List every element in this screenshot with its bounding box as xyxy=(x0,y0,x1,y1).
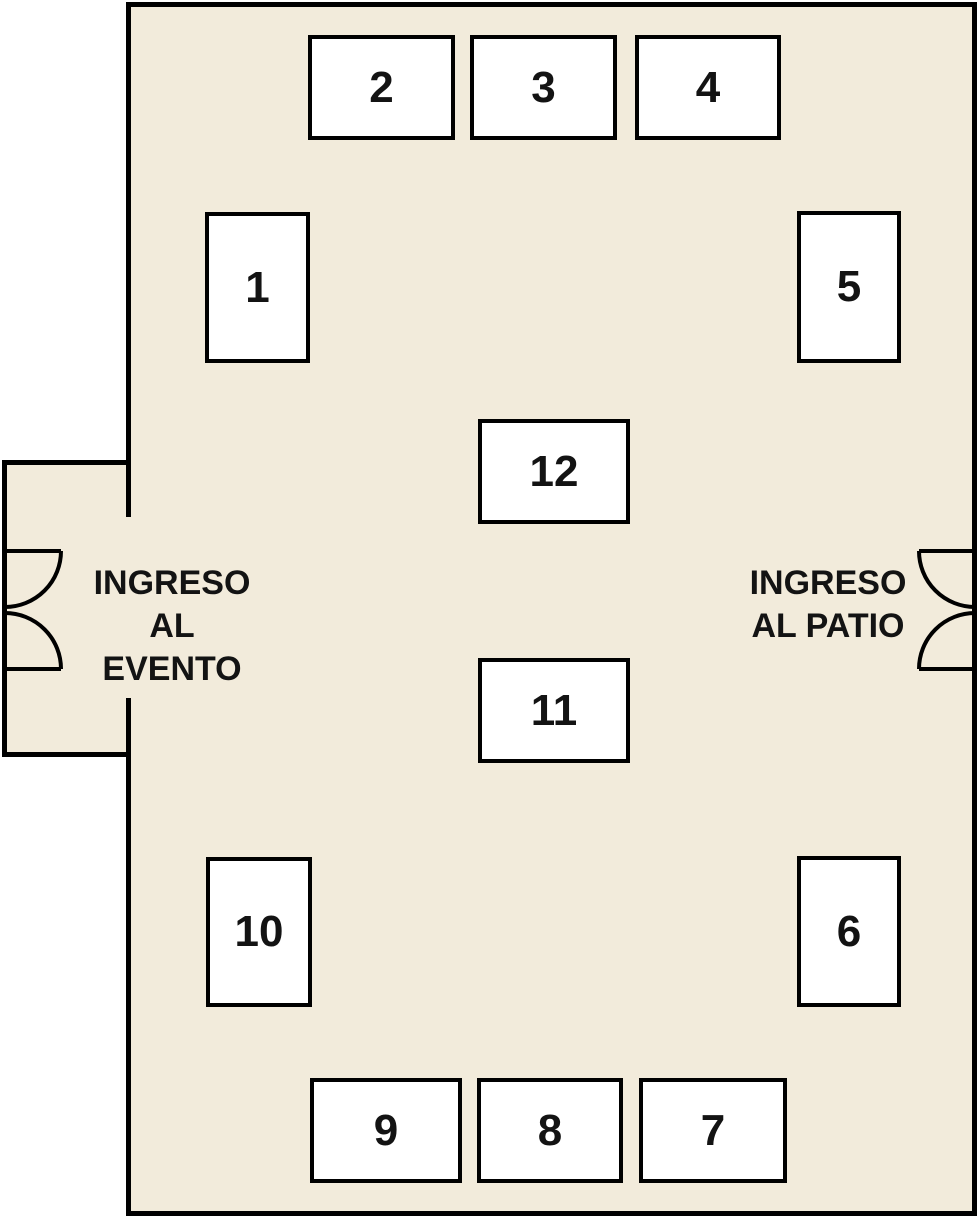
booth-3: 3 xyxy=(470,35,617,140)
booth-8: 8 xyxy=(477,1078,623,1183)
booth-11: 11 xyxy=(478,658,630,763)
booth-5: 5 xyxy=(797,211,901,363)
left-entrance-label-line1: INGRESO xyxy=(93,564,251,602)
booth-4: 4 xyxy=(635,35,781,140)
left-entrance-label: INGRESO AL EVENTO xyxy=(77,562,267,691)
booth-10: 10 xyxy=(206,857,312,1007)
booth-7: 7 xyxy=(639,1078,787,1183)
double-door-left-icon xyxy=(4,549,63,671)
booth-6: 6 xyxy=(797,856,901,1007)
right-entrance-label-line2: AL PATIO xyxy=(751,607,905,645)
entrance-vestibule xyxy=(2,460,126,757)
left-entrance-label-line2: AL EVENTO xyxy=(102,607,242,688)
booth-12: 12 xyxy=(478,419,630,524)
booth-2: 2 xyxy=(308,35,455,140)
left-wall-door-opening xyxy=(124,517,134,698)
double-door-right-icon xyxy=(917,549,976,671)
booth-9: 9 xyxy=(310,1078,462,1183)
right-entrance-label-line1: INGRESO xyxy=(749,564,907,602)
right-entrance-label: INGRESO AL PATIO xyxy=(733,562,923,648)
booth-1: 1 xyxy=(205,212,310,363)
event-hall-outline xyxy=(126,2,977,1216)
